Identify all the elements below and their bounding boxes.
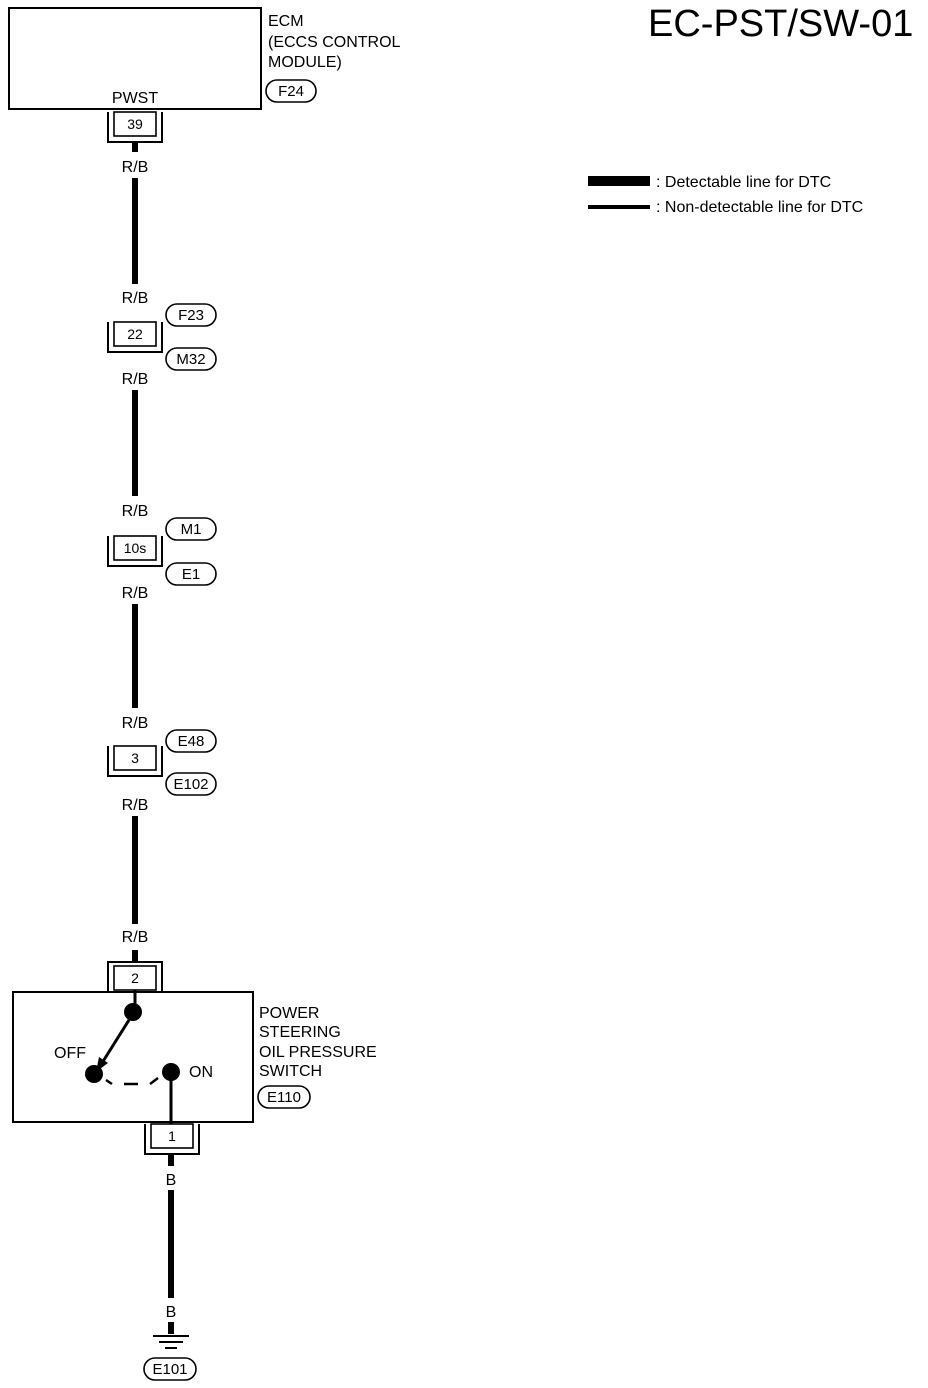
- wire-label-rb: R/B: [122, 929, 149, 946]
- connector-label: F23: [178, 307, 204, 324]
- switch-pin-top-label: 2: [131, 970, 139, 986]
- wire-label-b: B: [166, 1304, 177, 1321]
- switch-connector-badge: [257, 1085, 311, 1109]
- ecm-pin-label: 39: [127, 116, 143, 132]
- power-steering-switch: OFF ON POWER STEERING OIL PRESSURE SWITC…: [12, 990, 377, 1124]
- legend-thick-line: [588, 176, 650, 186]
- switch-pin-bottom-box: [150, 1123, 194, 1149]
- ecm-box: [8, 7, 262, 110]
- ecm-terminal-name: PWST: [112, 90, 158, 107]
- wire-label-rb: R/B: [122, 797, 149, 814]
- junction-bracket: [107, 322, 163, 353]
- junction-bracket: [107, 746, 163, 777]
- switch-label-line2: STEERING: [259, 1024, 341, 1041]
- ecm-label-line2: (ECCS CONTROL: [268, 34, 401, 51]
- ecm-connector-label: F24: [278, 83, 304, 100]
- connector-badge: [165, 772, 217, 796]
- ecm-label-line1: ECM: [268, 13, 304, 30]
- switch-box: [12, 991, 254, 1123]
- switch-pin-top-box: [113, 965, 157, 991]
- junction-pin-label: 22: [127, 326, 143, 342]
- connector-label: M32: [176, 351, 205, 368]
- switch-label-line4: SWITCH: [259, 1063, 322, 1080]
- switch-off-contact: [85, 1065, 103, 1083]
- legend-detectable-label: : Detectable line for DTC: [656, 174, 831, 191]
- wire-label-rb: R/B: [122, 371, 149, 388]
- ecm-connector-badge: [265, 79, 317, 103]
- wire-label-rb: R/B: [122, 585, 149, 602]
- connector-badge: [165, 347, 217, 371]
- junction-pin-label: 3: [131, 750, 139, 766]
- switch-pin-bottom-label: 1: [168, 1128, 176, 1144]
- ground-icon: [153, 1335, 189, 1349]
- legend: : Detectable line for DTC : Non-detectab…: [588, 174, 863, 216]
- junction-bracket: [107, 536, 163, 567]
- connector-badge: [165, 303, 217, 327]
- connector-label: E48: [178, 733, 205, 750]
- junction-pin-box: [113, 535, 157, 561]
- switch-off-label: OFF: [54, 1045, 86, 1062]
- legend-thin-line: [588, 205, 650, 209]
- switch-pin-top-bracket: [107, 961, 163, 992]
- wire-label-b: B: [166, 1172, 177, 1189]
- junction-pin-box: [113, 321, 157, 347]
- wire-label-rb: R/B: [122, 290, 149, 307]
- junction-pin-label: 10s: [124, 540, 147, 556]
- connector-badge: [165, 729, 217, 753]
- ground-connector-label: E101: [152, 1361, 187, 1378]
- connector-label: E102: [173, 776, 208, 793]
- switch-common-contact: [124, 1003, 142, 1021]
- junction-connector: 22 F23 M32: [107, 303, 217, 371]
- wire-label-rb: R/B: [122, 503, 149, 520]
- wire-label-rb: R/B: [122, 159, 149, 176]
- switch-connector-label: E110: [267, 1089, 301, 1106]
- junction-connector: 10s M1 E1: [107, 517, 217, 586]
- switch-label-line3: OIL PRESSURE: [259, 1044, 377, 1061]
- connector-label: E1: [182, 566, 200, 583]
- junction-pin-box: [113, 745, 157, 771]
- switch-arm: [100, 1019, 131, 1064]
- wire-label-rb: R/B: [122, 715, 149, 732]
- ground-connector-badge: [143, 1357, 197, 1381]
- switch-on-label: ON: [189, 1064, 213, 1081]
- ecm-label-line3: MODULE): [268, 54, 342, 71]
- switch-dashed-link: [105, 1077, 159, 1086]
- switch-on-contact: [162, 1063, 180, 1081]
- connector-badge: [165, 517, 217, 541]
- legend-non-detectable-label: : Non-detectable line for DTC: [656, 199, 863, 216]
- switch-pin-bottom: 1: [144, 1123, 200, 1155]
- connector-label: M1: [181, 521, 202, 538]
- ecm-block: ECM (ECCS CONTROL MODULE) F24 PWST 39: [8, 7, 401, 143]
- switch-label-line1: POWER: [259, 1005, 319, 1022]
- junction-connector: 3 E48 E102: [107, 729, 217, 796]
- connector-badge: [165, 562, 217, 586]
- page-title: EC-PST/SW-01: [648, 3, 913, 45]
- switch-pin-top: 2: [107, 961, 163, 992]
- ecm-pin-box: [113, 111, 157, 137]
